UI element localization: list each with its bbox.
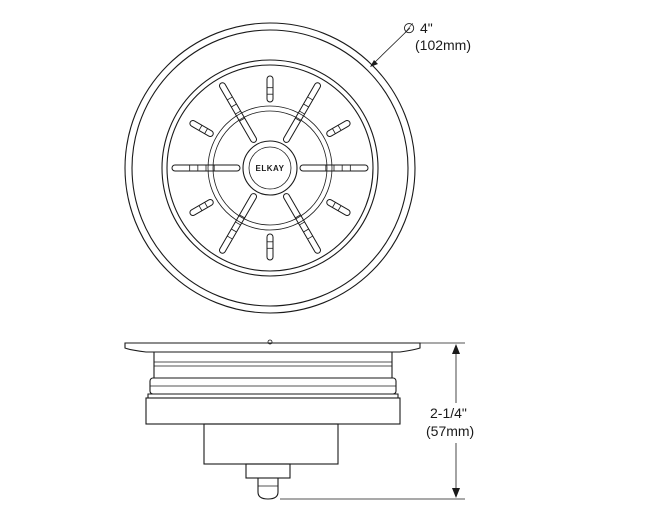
basket-outer-ring xyxy=(161,59,379,277)
strainer-slot-tick xyxy=(303,228,309,233)
strainer-slot-tick xyxy=(295,117,301,122)
side-flange-knob xyxy=(267,339,273,345)
diameter-arrowhead xyxy=(370,60,378,67)
strainer-slot-outline xyxy=(266,75,274,103)
strainer-slot-tick xyxy=(235,221,241,226)
collar xyxy=(145,397,401,425)
strainer-slot-tick xyxy=(235,110,241,115)
strainer-slot-outline xyxy=(189,120,214,137)
strainer-slot-tick xyxy=(307,96,313,101)
strainer-slot-tick xyxy=(231,103,237,108)
strainer-slot-tick xyxy=(227,96,233,101)
diameter-imperial: 4" xyxy=(420,20,433,36)
strainer-slot xyxy=(189,199,214,216)
strainer-slots xyxy=(171,75,369,261)
strainer-slot xyxy=(266,75,274,103)
strainer-slot-tick xyxy=(332,128,336,134)
inner-ring-outer xyxy=(207,105,333,231)
logo-text: ELKAY xyxy=(256,164,285,173)
strainer-slot-outline xyxy=(266,233,274,261)
center-knob-inner xyxy=(248,146,292,190)
strainer-slot-tick xyxy=(227,235,233,240)
strainer-slot-tick xyxy=(204,202,208,208)
strainer-slot-tick xyxy=(231,228,237,233)
strainer-slot-outline xyxy=(189,199,214,216)
strainer-slot xyxy=(266,233,274,261)
diameter-symbol: ∅ xyxy=(403,20,415,36)
stem xyxy=(245,463,291,479)
height-metric: (57mm) xyxy=(426,423,474,439)
height-callout: 2-1/4" (57mm) xyxy=(280,342,474,500)
outer-flange-inner-edge xyxy=(131,29,409,307)
strainer-slot-tick xyxy=(198,125,203,131)
strainer-slot-tick xyxy=(198,205,203,211)
strainer-slot xyxy=(283,82,321,143)
strainer-slot-tick xyxy=(239,117,245,122)
strainer-slot-tick xyxy=(295,214,301,219)
side-flange xyxy=(124,342,421,353)
strainer-slot xyxy=(189,120,214,137)
strainer-slot-tick xyxy=(337,205,342,211)
strainer-slot xyxy=(326,199,351,216)
strainer-slot-tick xyxy=(337,125,342,131)
outer-flange-rim xyxy=(124,22,416,314)
strainer-slot-tick xyxy=(299,221,305,226)
strainer-slot-tick xyxy=(204,128,208,134)
height-arrowhead-bottom xyxy=(452,488,460,498)
strainer-slot-tick xyxy=(307,235,313,240)
height-imperial: 2-1/4" xyxy=(430,405,467,421)
strainer-slot xyxy=(171,164,241,172)
strainer-slot xyxy=(299,164,369,172)
collar-lip xyxy=(147,393,399,399)
strainer-slot xyxy=(283,193,321,254)
side-view-strainer xyxy=(124,339,421,500)
diameter-callout: ∅ 4" (102mm) xyxy=(370,20,471,67)
strainer-slot-outline xyxy=(326,120,351,137)
stem-tip xyxy=(257,478,279,500)
strainer-slot-tick xyxy=(303,103,309,108)
basket-inner-ring xyxy=(166,64,374,272)
top-view-strainer: ELKAY xyxy=(124,22,416,314)
center-knob-outer xyxy=(242,140,298,196)
strainer-slot-tick xyxy=(239,214,245,219)
diameter-metric: (102mm) xyxy=(415,37,471,53)
nut-body xyxy=(203,423,339,465)
inner-ring-inner xyxy=(212,110,328,226)
strainer-slot-outline xyxy=(326,199,351,216)
strainer-slot xyxy=(219,82,257,143)
diameter-leader-line xyxy=(371,27,411,66)
strainer-slot xyxy=(326,120,351,137)
strainer-slot-tick xyxy=(299,110,305,115)
strainer-slot-tick xyxy=(332,202,336,208)
strainer-slot xyxy=(219,193,257,254)
height-arrowhead-top xyxy=(452,344,460,354)
